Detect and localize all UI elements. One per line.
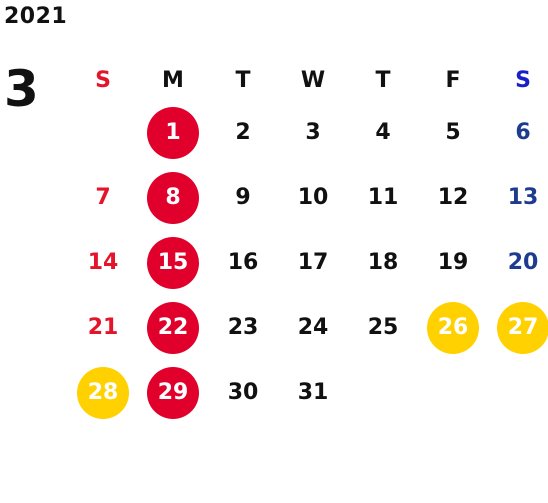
day-number: 9 [235,185,251,210]
day-number: 27 [497,301,548,354]
day-cell[interactable]: 11 [348,165,418,230]
empty-day-cell [68,100,138,165]
day-number: 11 [367,185,399,210]
day-number: 28 [77,366,129,419]
day-cell[interactable]: 16 [208,230,278,295]
day-number: 29 [147,366,199,419]
day-cell[interactable]: 19 [418,230,488,295]
day-number: 30 [227,380,259,405]
day-cell[interactable]: 15 [138,230,208,295]
day-cell[interactable]: 13 [488,165,548,230]
day-cell[interactable]: 18 [348,230,418,295]
day-number: 13 [507,185,539,210]
day-number: 18 [367,250,399,275]
day-cell[interactable]: 4 [348,100,418,165]
day-number: 4 [375,120,391,145]
day-cell[interactable]: 9 [208,165,278,230]
day-cell[interactable]: 5 [418,100,488,165]
day-number: 22 [147,301,199,354]
day-cell[interactable]: 8 [138,165,208,230]
day-number: 5 [445,120,461,145]
day-number: 17 [297,250,329,275]
day-cell[interactable]: 6 [488,100,548,165]
day-cell[interactable]: 26 [418,295,488,360]
day-number: 12 [437,185,469,210]
day-cell[interactable]: 12 [418,165,488,230]
day-number: 24 [297,315,329,340]
day-cell[interactable]: 22 [138,295,208,360]
day-number: 10 [297,185,329,210]
day-cell[interactable]: 3 [278,100,348,165]
day-cell[interactable]: 23 [208,295,278,360]
weekday-header-wednesday: W [300,67,326,93]
day-number: 3 [305,120,321,145]
weekday-header-sunday: S [95,67,111,93]
day-cell[interactable]: 20 [488,230,548,295]
weekday-header-tuesday: T [235,67,251,93]
day-cell[interactable]: 1 [138,100,208,165]
day-number: 23 [227,315,259,340]
weekday-header-monday: M [162,67,184,93]
day-number: 6 [515,120,531,145]
day-cell[interactable]: 31 [278,360,348,425]
day-cell[interactable]: 28 [68,360,138,425]
day-number: 2 [235,120,251,145]
day-cell[interactable]: 21 [68,295,138,360]
day-cell[interactable]: 2 [208,100,278,165]
month-number: 3 [4,60,39,118]
day-number: 31 [297,380,329,405]
day-cell[interactable]: 27 [488,295,548,360]
day-number: 25 [367,315,399,340]
day-number: 1 [147,106,199,159]
day-cell[interactable]: 7 [68,165,138,230]
day-cell[interactable]: 17 [278,230,348,295]
day-number: 16 [227,250,259,275]
day-cell[interactable]: 25 [348,295,418,360]
day-cell[interactable]: 24 [278,295,348,360]
year-label: 2021 [4,4,68,29]
day-number: 26 [427,301,479,354]
day-cell[interactable]: 30 [208,360,278,425]
day-number: 20 [507,250,539,275]
day-number: 21 [87,315,119,340]
day-number: 7 [95,185,111,210]
day-number: 14 [87,250,119,275]
day-cell[interactable]: 29 [138,360,208,425]
day-number: 19 [437,250,469,275]
weekday-header-thursday: T [375,67,391,93]
weekday-header-friday: F [445,67,461,93]
day-number: 15 [147,236,199,289]
day-number: 8 [147,171,199,224]
weekday-header-saturday: S [515,67,531,93]
day-cell[interactable]: 14 [68,230,138,295]
day-cell[interactable]: 10 [278,165,348,230]
